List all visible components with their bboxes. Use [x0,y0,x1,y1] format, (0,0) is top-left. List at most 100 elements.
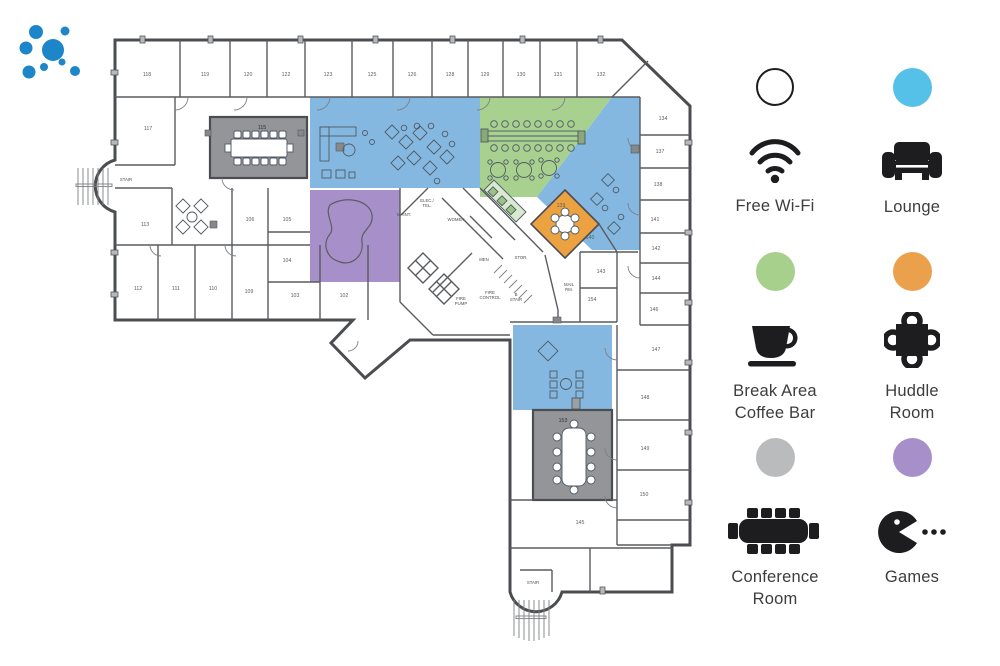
lounge-south-furniture [537,340,584,410]
room-number-145: 145 [576,520,585,526]
room-number-104: 104 [283,258,292,264]
legend-label-2: Room [889,404,935,422]
logo-dot [58,58,66,66]
building-outline [93,38,692,614]
conference-115-table [224,130,294,166]
room-number-131: 131 [554,72,563,78]
core-label-maint-: MAINT. [397,212,411,217]
wifi-icon [749,139,801,183]
huddle-room-circle [892,252,932,291]
left-alcove-furniture [175,198,209,235]
room-number-111: 111 [172,286,180,292]
lounge-zone-main [310,97,480,188]
lounge-right-furniture [589,172,625,236]
room-number-144: 144 [652,276,661,282]
lounge-circle [892,68,932,107]
room-number-129: 129 [481,72,490,78]
logo-dot [70,66,80,76]
room-number-143: 143 [597,269,606,275]
room-number-115: 115 [258,125,266,131]
legend-label: Conference [731,568,819,586]
room-number-132: 132 [597,72,606,78]
room-number-112: 112 [134,286,142,292]
round-table [487,159,509,181]
room-number-128: 128 [446,72,455,78]
room-number-113: 113 [141,222,149,228]
round-table [513,159,535,181]
huddle-table-icon [884,312,940,368]
room-number-140: 140 [586,235,595,241]
door-arcs [149,96,641,509]
core-label-stair: STAIR [527,580,539,585]
room-number-154: 154 [588,297,597,303]
conference-table-icon [728,508,819,554]
huddle-table [550,207,580,241]
round-table [538,157,560,179]
legend-label-2: Coffee Bar [734,404,816,422]
room-number-150: 150 [640,492,649,498]
games-zone [310,190,400,282]
logo-dot [60,26,70,36]
room-number-141: 141 [651,217,660,223]
core-label-women: WOMEN [448,217,465,222]
conference-153-table [552,419,596,495]
room-number-148: 148 [641,395,650,401]
lounge-main-furniture [319,122,456,185]
plant-shelf [483,179,527,223]
room-number-139: 139 [557,203,566,209]
room-number-149: 149 [641,446,650,452]
conference-room-circle [755,438,795,477]
legend-item-free-wifi: Free Wi-Fi [695,68,855,217]
logo-dot [22,65,36,79]
room-number-130: 130 [517,72,526,78]
room-numbers: 118 119 120 122 123 125 126 128 129 130 131 132 117 1… [134,72,668,526]
room-number-110: 110 [209,286,217,292]
core-label-stair: STAIR [120,177,132,182]
room-number-147: 147 [652,347,661,353]
legend-item-lounge: Lounge [832,68,992,218]
room-number-138: 138 [654,182,663,188]
legend-item-huddle-room: Huddle Room [832,252,992,424]
games-circle [892,438,932,477]
room-number-153: 153 [559,418,568,424]
room-number-137: 137 [656,149,665,155]
couch-icon [882,142,942,180]
room-number-122: 122 [282,72,291,78]
lounge-zone-south [513,325,612,410]
logo-dot [42,39,64,61]
room-number-142: 142 [652,246,661,252]
room-number-125: 125 [368,72,377,78]
room-number-118: 118 [143,72,151,78]
legend-label: Games [884,568,940,586]
room-number-119: 119 [201,72,209,78]
room-number-120: 120 [244,72,253,78]
legend-label: Free Wi-Fi [735,197,815,215]
legend-item-conference-room: Conference Room [695,438,855,610]
room-number-105: 105 [283,217,292,223]
room-number-146: 146 [650,307,659,313]
free-wifi-circle [756,68,794,106]
room-number-106: 106 [246,217,255,223]
legend-label: Huddle [885,382,939,400]
room-number-109: 109 [245,289,254,295]
break-area-circle [755,252,795,291]
legend-item-games: Games [832,438,992,588]
room-number-117: 117 [144,126,152,132]
pacman-icon [878,511,946,553]
interior-walls [75,40,690,641]
room-number-123: 123 [324,72,333,78]
legend-label: Lounge [883,198,941,216]
room-number-134: 134 [659,116,668,122]
legend-label: Break Area [733,382,817,400]
furniture [175,120,625,495]
logo-dot [29,25,43,39]
core-label-elec-tel-: ELEC./TEL. [420,198,434,208]
room-number-126: 126 [408,72,417,78]
